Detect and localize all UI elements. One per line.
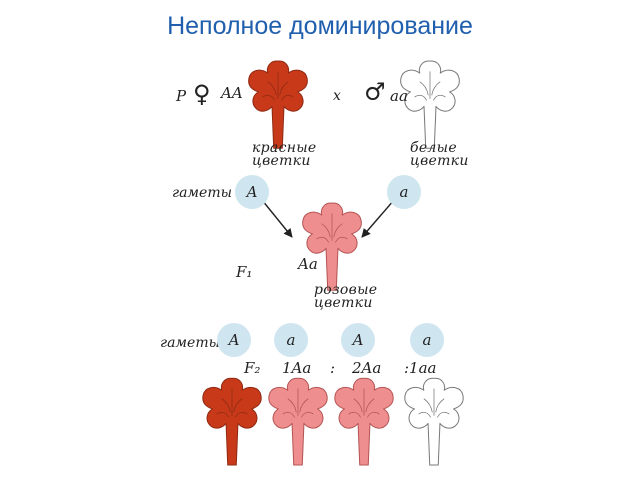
caption-red: красные цветки <box>252 140 317 169</box>
arrow-right <box>361 199 395 238</box>
red-flower-f2 <box>202 377 262 466</box>
pink-flower-f1 <box>302 202 362 291</box>
gametes-label-2: гаметы <box>160 335 220 351</box>
label-f1: F₁ <box>236 263 253 281</box>
male-symbol: ♂ <box>364 78 386 106</box>
f1-genotype: Aa <box>298 255 318 273</box>
gamete-a-1: a <box>387 175 421 209</box>
male-genotype: aa <box>390 87 408 105</box>
page-title: Неполное доминирование <box>167 12 473 40</box>
gamete-a-3: a <box>410 323 444 357</box>
f2-ratio-2: 2Aa <box>352 359 382 377</box>
female-genotype: AA <box>221 84 243 102</box>
female-symbol: ♀ <box>193 80 211 108</box>
label-p: P <box>176 87 187 105</box>
red-flower-parent <box>248 60 308 149</box>
arrow-left <box>261 199 293 238</box>
f2-ratio-1: 1Aa <box>282 359 312 377</box>
gamete-A-3: A <box>341 323 375 357</box>
gametes-label-1: гаметы <box>172 185 232 201</box>
pink-flower-f2-1 <box>268 377 328 466</box>
white-flower-f2 <box>404 377 464 466</box>
label-f2: F₂ <box>244 359 261 377</box>
f2-ratio-sep: : <box>330 359 336 377</box>
gamete-a-2: a <box>274 323 308 357</box>
gamete-A-2: A <box>217 323 251 357</box>
white-flower-parent <box>400 60 460 149</box>
pink-flower-f2-2 <box>334 377 394 466</box>
caption-white: белые цветки <box>410 140 469 169</box>
f2-ratio-3: :1aa <box>404 359 437 377</box>
caption-pink: розовые цветки <box>314 282 378 311</box>
gamete-A-1: A <box>235 175 269 209</box>
cross-symbol: x <box>333 88 341 104</box>
